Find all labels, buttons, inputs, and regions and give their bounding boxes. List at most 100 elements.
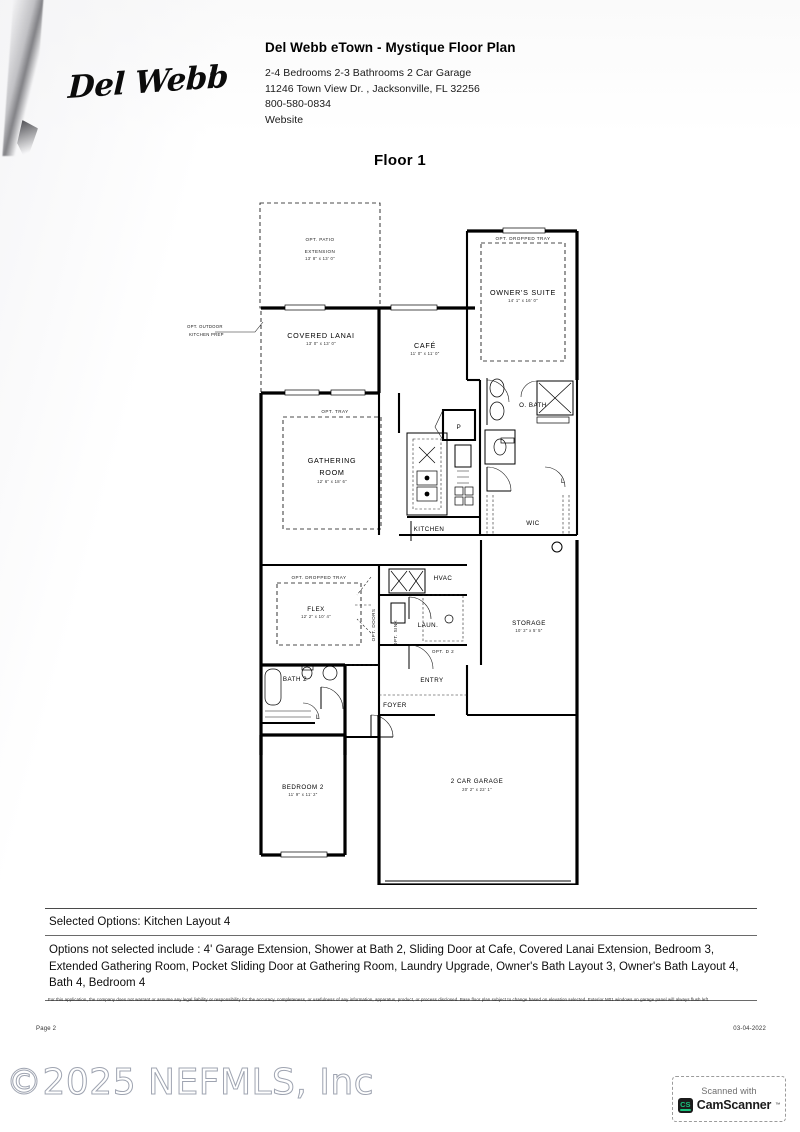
- scan-edge-artifact: [2, 0, 44, 156]
- toilet-tank: [500, 437, 515, 444]
- legal-disclaimer: For this application, the company does n…: [48, 997, 710, 1002]
- options-rule-bottom: [45, 999, 757, 1001]
- page-number: Page 2: [36, 1026, 57, 1032]
- gathering-room-dim: 12' 6" x 18' 6": [317, 479, 347, 484]
- opt-dropped-tray-owners-label: OPT. DROPPED TRAY: [496, 236, 551, 241]
- bath2-door-swing: [320, 686, 344, 710]
- sink-basin-2: [416, 486, 438, 502]
- linen-obath-label: L: [561, 478, 565, 485]
- camscanner-brand-name: CamScanner: [696, 1098, 772, 1112]
- options-rule-top: [45, 908, 757, 909]
- cafe-window-top: [390, 304, 438, 311]
- gathering-room-label-line2: ROOM: [319, 468, 344, 477]
- del-webb-logo-text: Del Webb: [67, 58, 229, 107]
- flex-tray-outline: [276, 582, 362, 646]
- not-selected-options-text: Options not selected include : 4' Garage…: [49, 944, 739, 989]
- document-header: Del Webb eTown - Mystique Floor Plan 2-4…: [265, 40, 685, 128]
- laundry-fixture: [444, 614, 454, 624]
- selected-options-text: Selected Options: Kitchen Layout 4: [49, 916, 231, 928]
- kitchen-island-inner: [412, 438, 442, 510]
- storage-label: STORAGE: [512, 620, 546, 627]
- lanai-opening-top: [284, 304, 326, 311]
- owners-suite-dim: 14' 1" x 16' 0": [508, 298, 538, 303]
- appliance-shelves: [457, 470, 469, 484]
- registered-trademark-symbol: ®: [210, 70, 216, 79]
- opt-patio-extension-label-line2: EXTENSION: [305, 249, 336, 254]
- page-footer: Page 2 03-04-2022: [36, 1026, 766, 1032]
- two-car-garage-dim: 20' 2" x 22' 1": [462, 787, 492, 792]
- page-title: Del Webb eTown - Mystique Floor Plan: [265, 40, 516, 55]
- burner-4: [464, 496, 474, 506]
- entry-label: ENTRY: [420, 677, 443, 684]
- flex-opt-door-swings: [355, 576, 372, 634]
- burner-1: [454, 486, 464, 496]
- foyer-door-swing: [370, 714, 394, 738]
- opt-sink-label: OPT. SINK: [393, 619, 398, 646]
- hvac-unit: [388, 568, 426, 594]
- laundry-sink: [390, 602, 406, 624]
- bedroom-2-label: BEDROOM 2: [282, 784, 324, 791]
- opt-outdoor-kitchen-label-line1: OPT. OUTDOOR: [187, 324, 223, 329]
- linen-bath2-label: L: [316, 714, 320, 721]
- kitchen-label: KITCHEN: [414, 526, 445, 533]
- owners-suite-tray-outline: [480, 242, 566, 362]
- o-bath-label: O. BATH: [519, 402, 547, 409]
- appliance-column: [454, 444, 472, 468]
- header-line-website: Website: [265, 113, 304, 126]
- hvac-label: HVAC: [434, 575, 453, 582]
- covered-lanai-dim: 13' 0" x 13' 0": [306, 341, 336, 346]
- opt-outdoor-kitchen-leader: [215, 321, 264, 333]
- opt-d2-label: OPT. D 2: [432, 649, 454, 654]
- shower-x: [538, 382, 572, 414]
- linen2-door-swing: [302, 702, 320, 720]
- shower-bench: [536, 416, 570, 424]
- sink-basin-1: [416, 470, 438, 486]
- floor-plan-drawing: OPT. PATIO EXTENSION 13' 8" x 13' 0" COV…: [185, 195, 605, 885]
- cooktop-icon: [418, 446, 436, 464]
- circle-fixture: [551, 541, 563, 553]
- document-date: 03-04-2022: [733, 1026, 766, 1032]
- opt-patio-extension-dim: 13' 8" x 13' 0": [305, 256, 335, 261]
- opt-doors-label: OPT. DOORS: [371, 609, 376, 642]
- owners-suite-label: OWNER'S SUITE: [490, 288, 556, 297]
- bath2-toilet: [301, 666, 313, 680]
- kitchen-island: [406, 432, 448, 516]
- opt-dropped-tray-flex-label: OPT. DROPPED TRAY: [292, 575, 347, 580]
- bathtub: [264, 668, 282, 706]
- foyer-door-panel: [370, 715, 393, 738]
- camscanner-logo-icon: CS: [677, 1097, 693, 1113]
- water-closet: [484, 429, 516, 465]
- owners-suite-door-swing: [486, 379, 510, 403]
- shower-door-swing: [520, 380, 538, 398]
- camscanner-badge: Scanned with CS CamScanner ™: [672, 1076, 786, 1122]
- pantry-door-swing: [434, 409, 444, 441]
- flex-label: FLEX: [307, 606, 324, 613]
- linen-door-swing: [544, 466, 566, 488]
- storage-dim: 10' 2" x 5' 5": [515, 628, 542, 633]
- floor-label: Floor 1: [373, 152, 427, 169]
- burner-3: [454, 496, 464, 506]
- options-rule-mid: [45, 935, 757, 936]
- bath2-sink: [322, 665, 338, 681]
- hvac-x-right: [408, 570, 424, 592]
- opt-patio-extension-label-line1: OPT. PATIO: [305, 237, 334, 242]
- gathering-room-label-line1: GATHERING: [308, 456, 357, 465]
- bedroom2-window: [280, 851, 328, 858]
- del-webb-logo: Del Webb ®: [62, 58, 232, 120]
- camscanner-brand-row: CS CamScanner ™: [677, 1097, 780, 1113]
- pantry-label: P: [457, 424, 462, 431]
- header-line-bedrooms: 2-4 Bedrooms 2-3 Bathrooms 2 Car Garage: [265, 67, 472, 79]
- two-car-garage-label: 2 CAR GARAGE: [451, 778, 503, 785]
- opt-patio-extension-outline: [259, 202, 381, 309]
- opt-outdoor-kitchen-label-line2: KITCHEN PREP: [189, 332, 224, 337]
- wic-shelving-left: [486, 495, 494, 535]
- shower-stall: [536, 380, 574, 416]
- header-line-address: 11246 Town View Dr. , Jacksonville, FL 3…: [265, 82, 480, 95]
- lanai-opening-bottom: [284, 389, 320, 396]
- camscanner-scanned-with-text: Scanned with: [701, 1085, 757, 1096]
- bath-2-label: BATH 2: [283, 676, 307, 683]
- obath-door-panel: [486, 467, 511, 492]
- laundry-door-swing: [408, 596, 432, 620]
- opt-tray-gathering-label: OPT. TRAY: [321, 409, 348, 414]
